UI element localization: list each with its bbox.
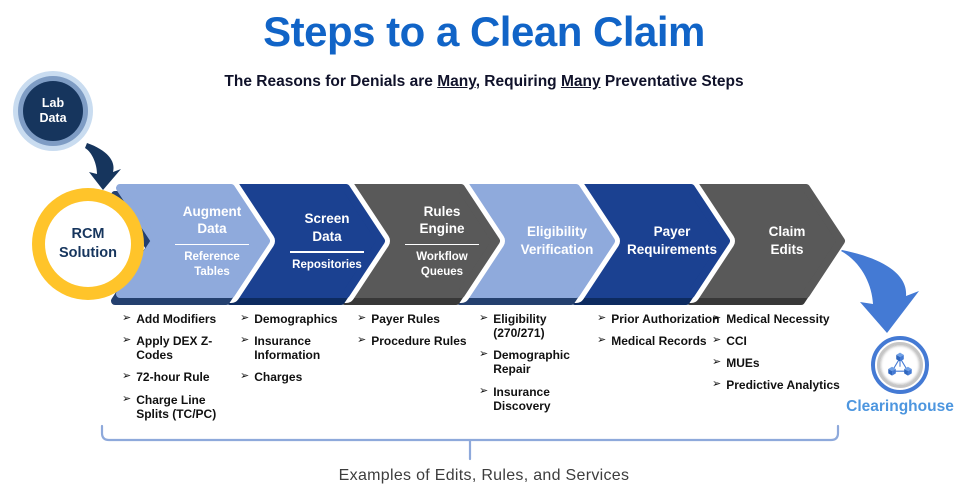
bullet-column-screen-data: ➢ Demographics ➢ Insurance Information ➢ Char… [240, 312, 358, 393]
list-item-label: Charges [254, 370, 303, 385]
chevron-payer-requirements [571, 179, 735, 305]
curved-arrow-shape [841, 250, 919, 333]
bullet-column-augment-data: ➢ Add Modifiers ➢ Apply DEX Z-Codes ➢ 72-hour… [122, 312, 234, 429]
subtitle-segment: Preventative Steps [600, 73, 744, 90]
list-item-label: Medical Necessity [726, 312, 830, 326]
list-item: ➢ Medical Records [597, 334, 721, 348]
bullet-column-claim-edits: ➢ Medical Necessity ➢ CCI ➢ MUEs ➢ Predictive A… [712, 312, 848, 401]
list-item: ➢ MUEs [712, 356, 848, 370]
curved-arrow-shape [85, 143, 121, 190]
list-item: ➢ CCI [712, 334, 848, 348]
lab-data-node: Lab Data [13, 71, 93, 151]
list-item: ➢ Apply DEX Z-Codes [122, 334, 234, 362]
list-item-label: Payer Rules [371, 312, 440, 326]
footer-caption: Examples of Edits, Rules, and Services [338, 467, 630, 484]
list-item: ➢ Payer Rules [357, 312, 479, 326]
subtitle-segment: The Reasons for Denials are [224, 73, 438, 90]
arrow-bullet-icon: ➢ [479, 384, 489, 397]
list-item: ➢ Insurance Information [240, 334, 358, 362]
subtitle-segment: , Requiring [475, 73, 561, 90]
arrow-bullet-icon: ➢ [479, 312, 489, 324]
list-item-label: Demographics [254, 312, 338, 326]
list-item-label: Insurance Information [254, 334, 321, 363]
arrow-bullet-icon: ➢ [712, 312, 722, 324]
arrow-bullet-icon: ➢ [597, 334, 607, 347]
list-item: ➢ Predictive Analytics [712, 378, 848, 392]
arrow-bullet-icon: ➢ [240, 334, 250, 347]
arrow-bullet-icon: ➢ [712, 378, 722, 391]
chevron-rules-engine [341, 179, 505, 305]
list-item-label: Prior Authorization [611, 312, 720, 326]
list-item-label: Demographic Repair [493, 348, 570, 377]
list-item: ➢ Medical Necessity [712, 312, 848, 326]
list-item: ➢Prior Authorization [597, 312, 721, 326]
page-subtitle: The Reasons for Denials are Many, Requir… [0, 73, 968, 91]
list-item-label: Medical Records [611, 334, 707, 349]
list-item-label: 72-hour Rule [136, 370, 210, 385]
subtitle-segment: Many [560, 73, 601, 90]
rcm-solution-label: RCM Solution [45, 201, 131, 287]
brace-shape [100, 424, 840, 461]
list-item-label: Insurance Discovery [493, 384, 551, 413]
list-item: ➢ Charges [240, 370, 358, 384]
list-item: ➢ 72-hour Rule [122, 370, 234, 384]
clearinghouse-label: Clearinghouse [846, 398, 954, 415]
list-item-label: Procedure Rules [371, 334, 467, 349]
arrow-bullet-icon: ➢ [122, 334, 132, 347]
list-item-label: MUEs [726, 356, 760, 371]
clearinghouse-ring [877, 342, 923, 388]
arrow-bullet-icon: ➢ [712, 334, 722, 347]
cubes-network-icon [888, 352, 912, 376]
list-item-label: Charge Line Splits (TC/PC) [136, 392, 217, 421]
arrow-bullet-icon: ➢ [122, 392, 132, 405]
list-item: ➢ Demographics [240, 312, 358, 326]
arrow-bullet-icon: ➢ [597, 312, 607, 324]
bullet-column-rules-engine: ➢ Payer Rules ➢ Procedure Rules [357, 312, 479, 356]
arrow-bullet-icon: ➢ [357, 334, 367, 347]
lab-to-rcm-arrow-icon [85, 143, 121, 190]
list-item-label: Predictive Analytics [726, 378, 840, 393]
arrow-bullet-icon: ➢ [122, 312, 132, 324]
list-item: ➢ Add Modifiers [122, 312, 234, 326]
page-title: Steps to a Clean Claim [263, 8, 705, 55]
clearinghouse-node [871, 336, 929, 394]
arrow-bullet-icon: ➢ [240, 312, 250, 324]
list-item: ➢ Procedure Rules [357, 334, 479, 348]
list-item: ➢ Demographic Repair [479, 348, 591, 376]
subtitle-segment: Many [437, 73, 476, 90]
bullet-column-payer-requirements: ➢Prior Authorization➢Medical Records [597, 312, 721, 356]
arrow-bullet-icon: ➢ [712, 356, 722, 369]
list-item-label: Apply DEX Z-Codes [136, 334, 213, 363]
claim-to-clearinghouse-arrow-icon [841, 250, 919, 333]
list-item: ➢ Insurance Discovery [479, 385, 591, 413]
list-item-label: Eligibility (270/271) [493, 312, 547, 341]
list-item-label: CCI [726, 334, 747, 349]
chevron-augment-data [111, 179, 275, 305]
bullet-column-eligibility-verification: ➢ Eligibility (270/271) ➢ Demographic Repai… [479, 312, 591, 421]
arrow-bullet-icon: ➢ [479, 348, 489, 361]
arrow-bullet-icon: ➢ [122, 370, 132, 383]
lab-data-label: Lab Data [23, 81, 83, 141]
arrow-bullet-icon: ➢ [357, 312, 367, 324]
rcm-solution-node: RCM Solution [32, 188, 144, 300]
arrow-bullet-icon: ➢ [240, 370, 250, 383]
list-item-label: Add Modifiers [136, 312, 217, 326]
list-item: ➢ Eligibility (270/271) [479, 312, 591, 340]
chevron-shape [116, 184, 270, 298]
list-item: ➢ Charge Line Splits (TC/PC) [122, 393, 234, 421]
lab-data-ring: Lab Data [18, 76, 88, 146]
